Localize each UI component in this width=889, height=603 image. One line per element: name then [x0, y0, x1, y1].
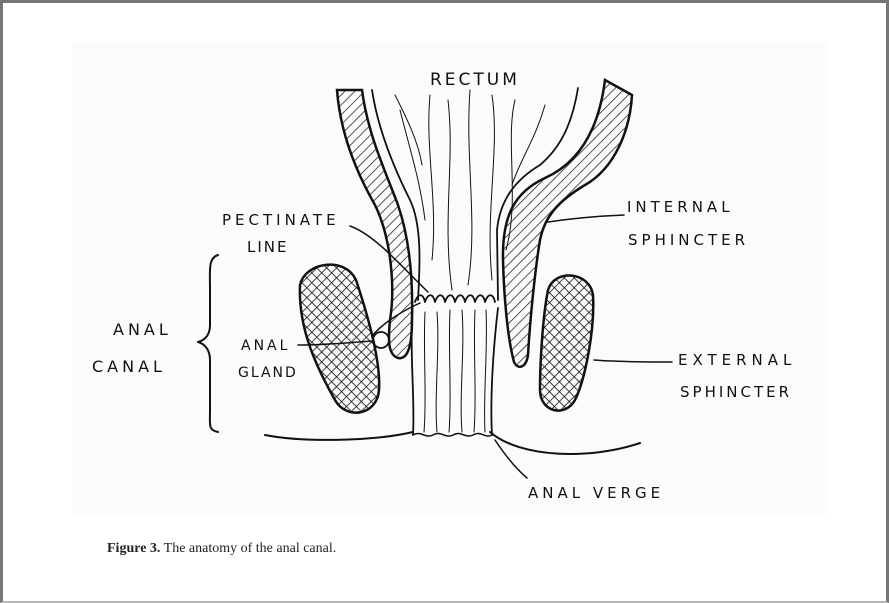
external-sphincter-leader	[594, 360, 672, 362]
rectal-fold	[429, 95, 434, 260]
anal-canal-striation	[449, 310, 450, 432]
label-rectum: RECTUM	[430, 70, 520, 90]
anal-canal-striation	[474, 310, 475, 432]
caption-label: Figure 3.	[107, 541, 160, 556]
label-anal-gland-1: ANAL	[241, 338, 290, 354]
label-pectinate-line-2: LINE	[247, 238, 288, 256]
label-anal-verge: ANAL VERGE	[528, 484, 664, 502]
anal-canal-striation	[436, 312, 438, 432]
anal-canal-brace	[198, 255, 218, 432]
skin-line-left	[265, 432, 413, 440]
label-external-sphincter-1: EXTERNAL	[678, 351, 796, 369]
anal-canal-striation	[485, 310, 487, 432]
label-anal-gland-2: GLAND	[238, 365, 298, 381]
caption-text: The anatomy of the anal canal.	[164, 541, 337, 556]
label-internal-sphincter-1: INTERNAL	[627, 198, 734, 216]
internal-sphincter-leader	[548, 215, 624, 222]
external-sphincter-left	[300, 265, 379, 413]
skin-line-right	[490, 432, 640, 454]
label-internal-sphincter-2: SPHINCTER	[628, 231, 749, 249]
figure-caption: Figure 3. The anatomy of the anal canal.	[107, 541, 336, 557]
external-sphincter-right	[540, 275, 593, 410]
rectal-fold	[448, 100, 452, 290]
anal-verge-leader	[495, 440, 527, 478]
pectinate-line-zigzag	[415, 295, 495, 302]
label-external-sphincter-2: SPHINCTER	[680, 383, 792, 401]
label-anal-canal-2: CANAL	[92, 357, 166, 376]
label-anal-canal-1: ANAL	[113, 320, 172, 339]
anal-canal-bottom-edge	[413, 433, 492, 436]
rectal-fold	[395, 95, 422, 165]
rectal-fold	[468, 90, 472, 285]
label-pectinate-line-1: PECTINATE	[222, 211, 340, 229]
anal-gland-circle	[373, 332, 389, 348]
anal-canal-wall-right	[491, 308, 498, 435]
anal-canal-wall-left	[412, 310, 414, 435]
anal-canal-striation	[461, 310, 463, 432]
anal-canal-striation	[424, 312, 425, 432]
rectal-fold	[490, 95, 494, 280]
